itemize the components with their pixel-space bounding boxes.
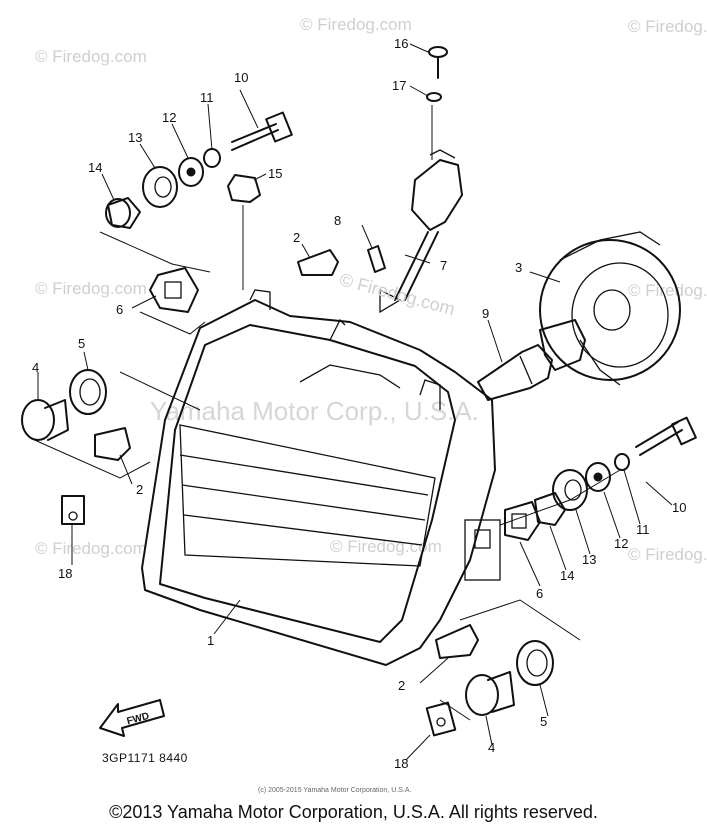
label-18-left: 18 <box>58 566 72 581</box>
label-5-left: 5 <box>78 336 85 351</box>
fwd-arrow: FWD <box>99 699 165 737</box>
label-14-right: 14 <box>560 568 574 583</box>
headlight-housing <box>539 231 681 386</box>
clip-2-upper <box>297 249 339 276</box>
label-7: 7 <box>440 258 447 273</box>
watermark-low-center: © Firedog.com <box>330 537 442 556</box>
watermarks: © Firedog.com © Firedog.com © Firedog.co… <box>35 15 707 564</box>
nut-18-lower <box>425 701 457 737</box>
label-6-lower: 6 <box>536 586 543 601</box>
socket-cord <box>379 149 463 314</box>
part-labels: 1 2 2 2 3 4 4 5 5 6 6 7 8 9 10 10 11 11 … <box>32 36 686 771</box>
washer-17 <box>426 92 442 102</box>
label-16: 16 <box>394 36 408 51</box>
label-9: 9 <box>482 306 489 321</box>
label-1: 1 <box>207 633 214 648</box>
label-4-lower: 4 <box>488 740 495 755</box>
watermark-center: © Firedog.com <box>337 269 456 319</box>
drawing-code: 3GP1171 8440 <box>102 751 188 765</box>
watermark-top-center: © Firedog.com <box>300 15 412 34</box>
headlight-assembly <box>141 289 501 666</box>
watermark-company: Yamaha Motor Corp., U.S.A. <box>150 396 479 426</box>
watermark-top-right: © Firedog.com <box>628 17 707 36</box>
label-13-right: 13 <box>582 552 596 567</box>
label-14-upper: 14 <box>88 160 102 175</box>
label-15: 15 <box>268 166 282 181</box>
screw-16 <box>428 46 448 79</box>
watermark-mid-right: © Firedog.com <box>628 281 707 300</box>
label-17: 17 <box>392 78 406 93</box>
guide-lines <box>29 105 621 721</box>
label-11-upper: 11 <box>200 90 214 105</box>
clip-2-left <box>94 427 131 461</box>
label-2-left: 2 <box>136 482 143 497</box>
watermark-top-left: © Firedog.com <box>35 47 147 66</box>
bushing-6-upper <box>149 267 199 313</box>
lower-right-hardware <box>465 640 554 716</box>
watermark-low-right: © Firedog.com <box>628 545 707 564</box>
watermark-mid-left: © Firedog.com <box>35 279 147 298</box>
copyright-notice: ©2013 Yamaha Motor Corporation, U.S.A. A… <box>109 802 598 822</box>
label-2-lower: 2 <box>398 678 405 693</box>
label-2-upper: 2 <box>293 230 300 245</box>
label-8: 8 <box>334 213 341 228</box>
bulb <box>477 319 586 401</box>
small-copyright: (c) 2005-2015 Yamaha Motor Corporation, … <box>258 787 411 794</box>
label-4-left: 4 <box>32 360 39 375</box>
leader-lines <box>37 43 673 761</box>
label-10-right: 10 <box>672 500 686 515</box>
watermark-low-left: © Firedog.com <box>35 539 147 558</box>
clip-2-lower <box>435 624 479 659</box>
clip <box>367 245 386 273</box>
fwd-label: FWD <box>126 711 151 728</box>
label-6-upper: 6 <box>116 302 123 317</box>
nut-18-left <box>61 495 85 525</box>
label-13-upper: 13 <box>128 130 142 145</box>
label-12-upper: 12 <box>162 110 176 125</box>
label-18-lower: 18 <box>394 756 408 771</box>
label-10-upper: 10 <box>234 70 248 85</box>
label-3: 3 <box>515 260 522 275</box>
label-11-right: 11 <box>636 522 650 537</box>
label-5-lower: 5 <box>540 714 547 729</box>
label-12-right: 12 <box>614 536 628 551</box>
right-hardware <box>504 416 697 541</box>
left-hardware <box>21 369 107 441</box>
cap-15 <box>227 174 261 203</box>
